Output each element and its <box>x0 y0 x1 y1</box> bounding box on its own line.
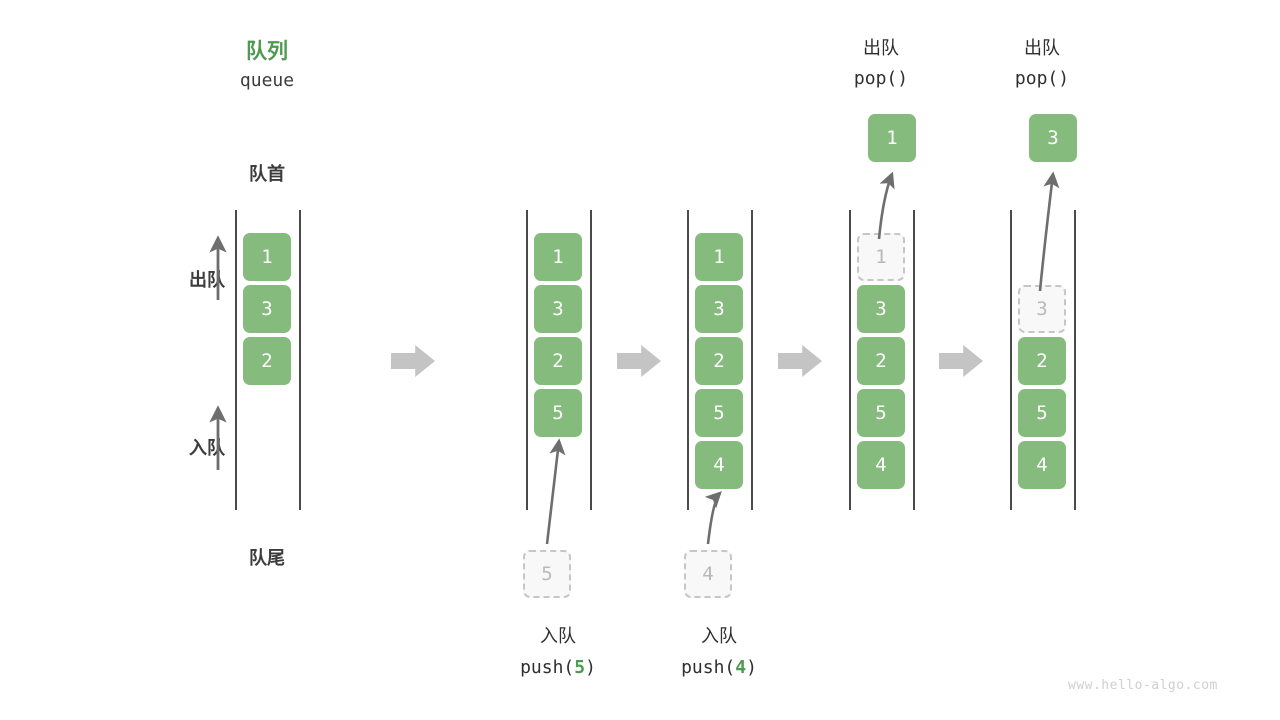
queue-cell-push-4-2: 2 <box>695 337 743 385</box>
transition-arrow-3 <box>778 345 822 377</box>
queue-front-label: 队首 <box>249 164 285 185</box>
diagram-title-cn: 队列 <box>246 39 288 63</box>
rail-pop-1-right <box>913 210 915 510</box>
queue-cell-push-5-0: 1 <box>534 233 582 281</box>
rail-pop-1-left <box>849 210 851 510</box>
queue-cell-pop-1-1: 2 <box>857 337 905 385</box>
push-arrow-push-5 <box>545 438 566 545</box>
queue-cell-pop-3-0: 2 <box>1018 337 1066 385</box>
footer-cn-push-4: 入队 <box>701 626 737 647</box>
queue-cell-pop-1-0: 3 <box>857 285 905 333</box>
footer-code-push-4: push(4) <box>681 657 757 678</box>
queue-cell-initial-0: 1 <box>243 233 291 281</box>
watermark: www.hello-algo.com <box>1068 678 1218 693</box>
header-code-pop-3: pop() <box>1014 68 1070 89</box>
pop-arrow-pop-1 <box>877 171 895 240</box>
queue-cell-initial-1: 3 <box>243 285 291 333</box>
queue-cell-push-4-3: 5 <box>695 389 743 437</box>
rail-initial-left <box>235 210 237 510</box>
rail-push-5-left <box>526 210 528 510</box>
queue-cell-push-5-2: 2 <box>534 337 582 385</box>
queue-cell-pop-3-1: 5 <box>1018 389 1066 437</box>
rail-pop-3-left <box>1010 210 1012 510</box>
pending-push-cell-push-4: 4 <box>684 550 732 598</box>
queue-cell-pop-3-2: 4 <box>1018 441 1066 489</box>
queue-cell-push-5-1: 3 <box>534 285 582 333</box>
queue-cell-pop-1-3: 4 <box>857 441 905 489</box>
queue-cell-pop-1-2: 5 <box>857 389 905 437</box>
header-cn-pop-3: 出队 <box>1024 38 1060 59</box>
push-arrow-push-4 <box>704 491 722 545</box>
header-code-pop-1: pop() <box>853 68 909 89</box>
transition-arrow-2 <box>617 345 661 377</box>
ghost-cell-pop-1: 1 <box>857 233 905 281</box>
pending-push-cell-push-5: 5 <box>523 550 571 598</box>
rail-push-4-right <box>751 210 753 510</box>
popped-cell-pop-3: 3 <box>1029 114 1077 162</box>
diagram-title-en: queue <box>239 70 295 91</box>
footer-cn-push-5: 入队 <box>540 626 576 647</box>
queue-cell-push-5-3: 5 <box>534 389 582 437</box>
rail-push-4-left <box>687 210 689 510</box>
transition-arrow-4 <box>939 345 983 377</box>
queue-cell-push-4-0: 1 <box>695 233 743 281</box>
queue-rear-label: 队尾 <box>249 548 285 569</box>
pop-arrow-pop-3 <box>1038 171 1060 292</box>
header-cn-pop-1: 出队 <box>863 38 899 59</box>
popped-cell-pop-1: 1 <box>868 114 916 162</box>
footer-code-push-5: push(5) <box>520 657 596 678</box>
rail-pop-3-right <box>1074 210 1076 510</box>
rail-initial-right <box>299 210 301 510</box>
rail-push-5-right <box>590 210 592 510</box>
dequeue-axis-label: 出队 <box>189 270 225 291</box>
ghost-cell-pop-3: 3 <box>1018 285 1066 333</box>
queue-cell-push-4-4: 4 <box>695 441 743 489</box>
enqueue-axis-label: 入队 <box>189 438 225 459</box>
queue-cell-push-4-1: 3 <box>695 285 743 333</box>
queue-cell-initial-2: 2 <box>243 337 291 385</box>
transition-arrow-1 <box>391 345 435 377</box>
